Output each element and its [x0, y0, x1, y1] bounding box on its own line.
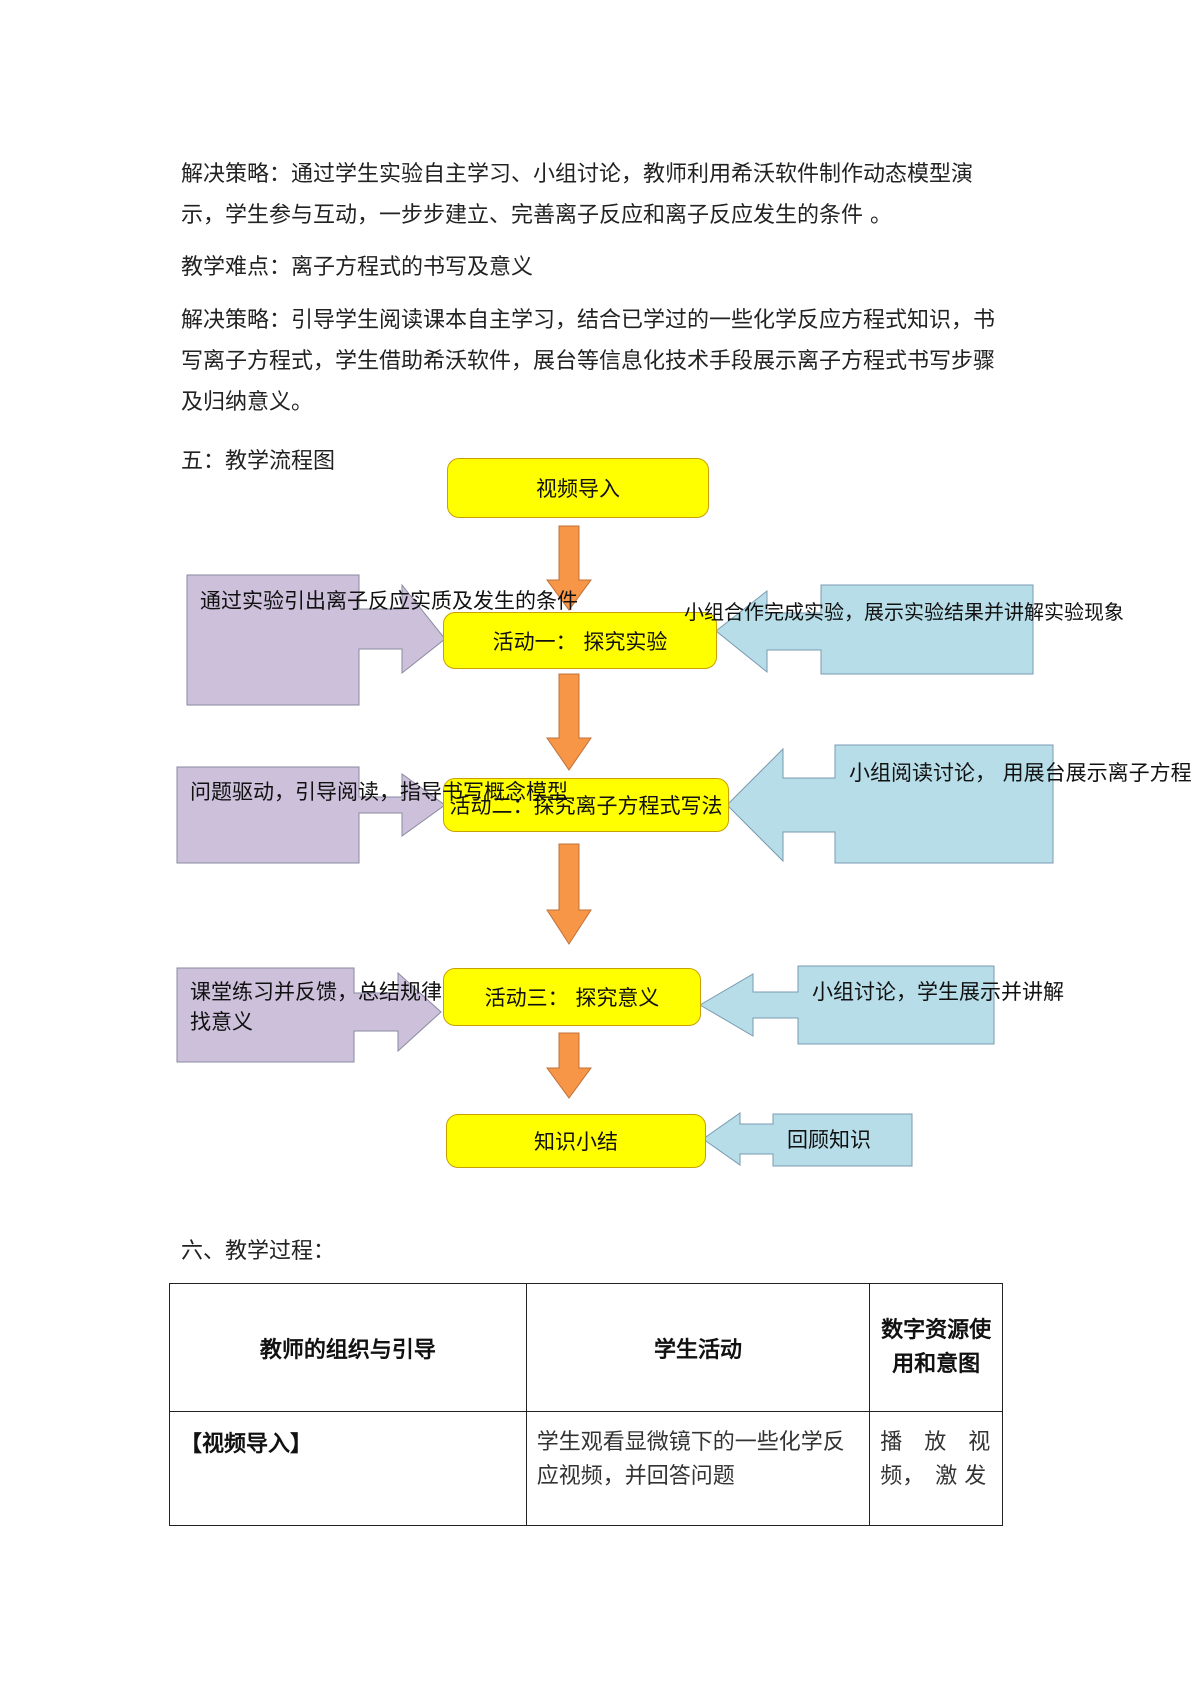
- right-callout-2: [726, 744, 1054, 864]
- left-callout-3-text-line1: 课堂练习并反馈，总结规律: [190, 980, 442, 1004]
- flow-box-summary-label: 知识小结: [534, 1130, 618, 1154]
- table-header-row: 教师的组织与引导 学生活动 数字资源使用和意图: [169, 1283, 1003, 1412]
- table-row: 【视频导入】 学生观看显微镜下的一些化学反应视频，并回答问题 播 放 视 频， …: [169, 1411, 1003, 1526]
- right-callout-2-text: 小组阅读讨论， 用展台展示离子方程: [849, 761, 1191, 785]
- left-callout-3: [176, 967, 442, 1063]
- left-callout-3-text-line2: 找意义: [190, 1010, 253, 1034]
- section-5-heading: 五：教学流程图: [181, 449, 336, 474]
- table-header-student: 学生活动: [525, 1283, 871, 1412]
- flow-box-activity-3: 活动三： 探究意义: [443, 968, 701, 1026]
- down-arrow-2: [546, 673, 592, 771]
- difficulty-heading: 教学难点：离子方程式的书写及意义: [181, 255, 534, 280]
- strategy-paragraph-1: 解决策略：通过学生实验自主学习、小组讨论，教师利用希沃软件制作动态模型演示，学生…: [181, 162, 974, 228]
- right-callout-3: [699, 965, 995, 1045]
- table-cell-student: 学生观看显微镜下的一些化学反应视频，并回答问题: [525, 1411, 871, 1526]
- right-callout-4-text: 回顾知识: [787, 1128, 871, 1152]
- right-callout-3-text: 小组讨论，学生展示并讲解: [812, 980, 1064, 1004]
- flow-box-activity-1: 活动一： 探究实验: [443, 612, 717, 669]
- down-arrow-3: [546, 843, 592, 945]
- flow-box-summary: 知识小结: [446, 1114, 706, 1168]
- table-cell-resource-line1: 播 放 视: [880, 1430, 991, 1455]
- table-header-teacher: 教师的组织与引导: [169, 1283, 527, 1412]
- left-callout-1: [186, 574, 446, 706]
- table-header-resource: 数字资源使用和意图: [869, 1283, 1003, 1412]
- strategy-paragraph-2: 解决策略：引导学生阅读课本自主学习，结合已学过的一些化学反应方程式知识，书写离子…: [181, 308, 996, 415]
- left-callout-2: [176, 766, 446, 864]
- flow-box-activity-2-label: 活动二：探究离子方程式写法: [449, 794, 723, 818]
- flow-box-activity-2: 活动二：探究离子方程式写法: [443, 778, 729, 832]
- section-6-heading: 六、教学过程：: [181, 1239, 336, 1264]
- teaching-process-table: 教师的组织与引导 学生活动 数字资源使用和意图 【视频导入】 学生观看显微镜下的…: [169, 1283, 1003, 1526]
- right-callout-1: [715, 584, 1034, 675]
- table-cell-resource: 播 放 视 频， 激 发: [869, 1411, 1003, 1526]
- right-callout-1-text: 小组合作完成实验，展示实验结果并讲解实验现象: [684, 600, 1124, 624]
- flow-box-video-intro: 视频导入: [447, 458, 709, 518]
- flow-box-video-intro-label: 视频导入: [536, 477, 620, 501]
- right-callout-4: [702, 1112, 913, 1167]
- flow-box-activity-3-label: 活动三： 探究意义: [484, 986, 660, 1010]
- left-callout-1-text: 通过实验引出离子反应实质及发生的条件: [200, 589, 578, 613]
- down-arrow-1: [546, 525, 592, 611]
- flow-box-activity-1-label: 活动一： 探究实验: [492, 629, 668, 654]
- left-callout-2-text: 问题驱动，引导阅读，指导书写概念模型: [190, 780, 568, 804]
- table-cell-resource-line2: 频， 激 发: [880, 1464, 987, 1489]
- down-arrow-4: [546, 1032, 592, 1099]
- flowchart-shapes: [176, 525, 1054, 1167]
- table-cell-teacher: 【视频导入】: [169, 1411, 527, 1526]
